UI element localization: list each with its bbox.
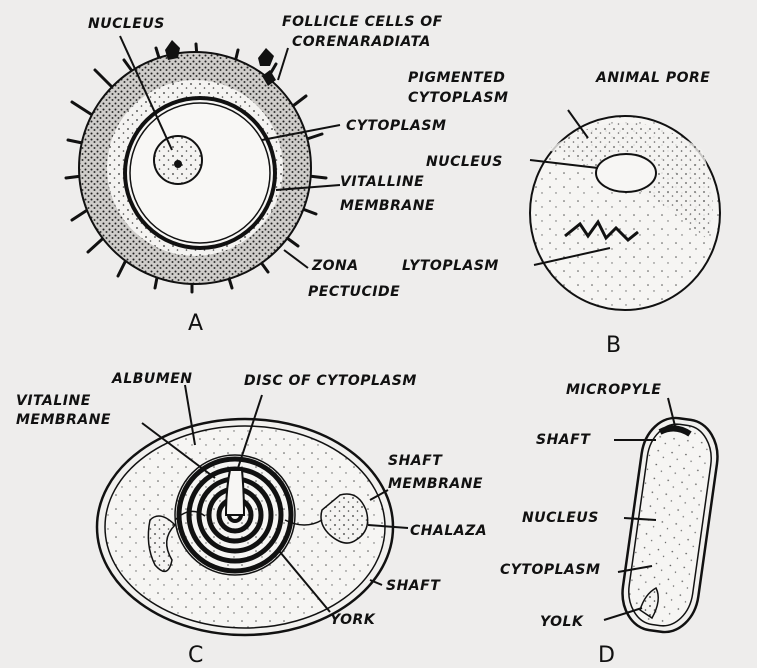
label-c-vitaline-1: VITALINE [16, 393, 91, 409]
label-b-animal-pore: ANIMAL PORE [595, 70, 710, 86]
label-a-zona-1: ZONA [311, 258, 359, 274]
label-a-follicle-2: CORENARADIATA [292, 34, 431, 50]
label-a-nucleus: NUCLEUS [88, 16, 165, 32]
leader-a-zona [284, 250, 308, 268]
egg-d-cytoplasm [624, 421, 715, 630]
label-d-shaft: SHAFT [536, 432, 591, 448]
nucleolus-a [174, 160, 182, 168]
label-c-chalaza: CHALAZA [410, 523, 487, 539]
figure-c: ALBUMEN DISC OF CYTOPLASM VITALINE MEMBR… [16, 371, 487, 668]
label-c-shaft-membrane-1: SHAFT [388, 453, 443, 469]
label-a-zona-2: PECTUCIDE [308, 284, 400, 300]
label-d-cytoplasm: CYTOPLASM [500, 562, 600, 578]
label-c-shaft-membrane-2: MEMBRANE [388, 476, 483, 492]
label-c-disc: DISC OF CYTOPLASM [244, 373, 417, 389]
nucleus-b [596, 154, 656, 192]
label-d-micropyle: MICROPYLE [566, 382, 661, 398]
figure-letter-b: B [606, 333, 621, 358]
label-b-cytoplasm: LYTOPLASM [402, 258, 499, 274]
leader-a-follicle [278, 48, 288, 80]
figure-letter-d: D [598, 643, 615, 668]
label-b-pigmented-1: PIGMENTED [408, 70, 505, 86]
label-d-yolk: YOLK [540, 614, 584, 630]
label-c-albumen: ALBUMEN [111, 371, 193, 387]
label-b-nucleus: NUCLEUS [426, 154, 503, 170]
label-b-pigmented-2: CYTOPLASM [408, 90, 508, 106]
cytoplasm-a [130, 103, 270, 243]
disc-of-cytoplasm [226, 470, 244, 515]
label-c-york: YORK [330, 612, 376, 628]
label-a-vitalline-2: MEMBRANE [340, 198, 435, 214]
label-a-follicle-1: FOLLICLE CELLS OF [282, 14, 443, 30]
figure-letter-a: A [188, 311, 203, 336]
label-d-nucleus: NUCLEUS [522, 510, 599, 526]
figure-letter-c: C [188, 643, 203, 668]
figure-d: MICROPYLE SHAFT NUCLEUS CYTOPLASM YOLK D [500, 382, 723, 668]
figure-a: NUCLEUS FOLLICLE CELLS OF CORENARADIATA … [66, 14, 446, 336]
label-c-shaft: SHAFT [386, 578, 441, 594]
figure-b: PIGMENTED CYTOPLASM ANIMAL PORE NUCLEUS … [402, 70, 720, 358]
label-a-vitalline-1: VITALLINE [340, 174, 424, 190]
label-a-cytoplasm: CYTOPLASM [346, 118, 446, 134]
label-c-vitaline-2: MEMBRANE [16, 412, 111, 428]
